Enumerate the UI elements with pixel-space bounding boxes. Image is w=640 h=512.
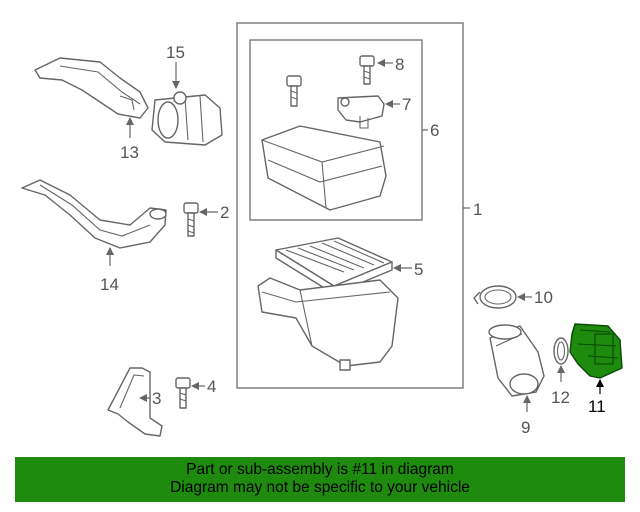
bolt-part-inner <box>286 75 302 107</box>
callout-2: 2 <box>220 203 229 222</box>
callout-12: 12 <box>551 388 570 407</box>
callout-1: 1 <box>473 200 482 219</box>
hose-part <box>488 324 545 397</box>
callout-11: 11 <box>588 397 606 416</box>
callout-5: 5 <box>414 260 423 279</box>
ring-part <box>553 337 569 365</box>
air-cleaner-cover-part <box>261 125 387 211</box>
air-cleaner-case-part <box>257 277 399 371</box>
callout-6: 6 <box>430 121 439 140</box>
callout-4: 4 <box>207 377 216 396</box>
clamp-part <box>473 285 517 309</box>
callout-13: 13 <box>120 143 139 162</box>
resonator-part <box>151 91 223 146</box>
callout-7: 7 <box>402 95 411 114</box>
duct-hose-part <box>21 179 167 249</box>
callout-8: 8 <box>395 55 404 74</box>
info-banner: Part or sub-assembly is #11 in diagram D… <box>15 457 625 502</box>
sensor-part <box>337 95 385 129</box>
callout-14: 14 <box>100 275 119 294</box>
bolt-part-2 <box>183 202 199 237</box>
bolt-part-4 <box>175 377 191 409</box>
intake-duct-part <box>34 57 149 119</box>
callout-10: 10 <box>534 288 553 307</box>
banner-line-1: Part or sub-assembly is #11 in diagram <box>186 461 454 478</box>
callout-3: 3 <box>152 389 161 408</box>
parts-diagram: 13 15 14 2 3 4 <box>21 22 623 437</box>
assembly-box-outer <box>236 22 464 389</box>
callout-15: 15 <box>166 43 185 62</box>
bolt-part-8 <box>359 55 375 85</box>
bracket-part <box>107 367 163 437</box>
mass-air-flow-sensor-part-highlighted <box>569 323 623 379</box>
callout-9: 9 <box>521 418 530 437</box>
banner-line-2: Diagram may not be specific to your vehi… <box>170 479 470 496</box>
